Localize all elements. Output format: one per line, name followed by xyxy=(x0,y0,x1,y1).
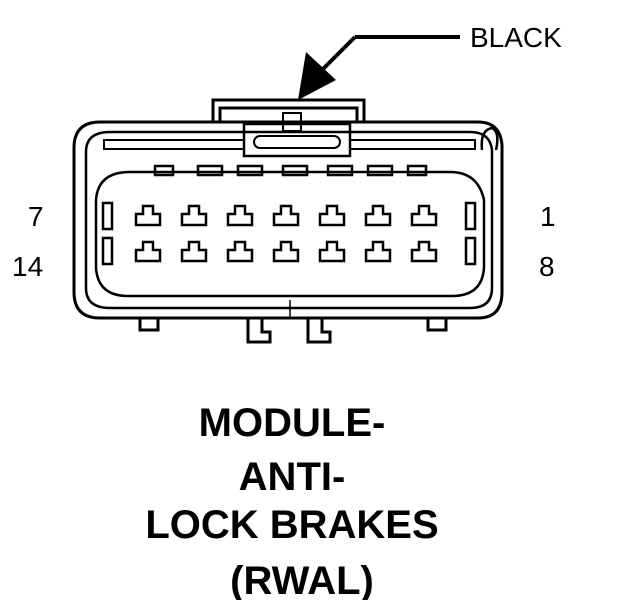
pin-cavity-r2-7 xyxy=(410,240,438,263)
pin-cavity-r2-1 xyxy=(134,240,162,263)
callout-arrow xyxy=(298,35,460,100)
pin-cavity-r1-6 xyxy=(364,204,392,227)
pin-cavity-r2-5 xyxy=(318,240,346,263)
pin-number-bottom-left: 14 xyxy=(12,251,43,282)
pin-cavity-r1-1 xyxy=(134,204,162,227)
pin-cavity-r1-4 xyxy=(272,204,300,227)
pin-cavity-r1-5 xyxy=(318,204,346,227)
connector-body xyxy=(72,98,504,344)
keying-slots xyxy=(153,164,428,177)
wire-color-label: BLACK xyxy=(470,22,562,53)
pin-cavity-r2-6 xyxy=(364,240,392,263)
pin-cavity-r2-3 xyxy=(226,240,254,263)
title-line-2: ANTI- xyxy=(239,455,346,499)
pin-number-top-right: 1 xyxy=(540,201,556,232)
pin-cavity-r1-3 xyxy=(226,204,254,227)
pin-cavity-r2-2 xyxy=(180,240,208,263)
title-line-3: LOCK BRAKES xyxy=(145,503,438,547)
pin-terminals xyxy=(134,204,438,263)
pin-cavity-r1-7 xyxy=(410,204,438,227)
title-line-1: MODULE- xyxy=(199,401,386,445)
pin-cavity-r2-4 xyxy=(272,240,300,263)
side-slots xyxy=(101,201,477,266)
title-line-4: (RWAL) xyxy=(230,559,374,600)
pin-number-top-left: 7 xyxy=(28,201,44,232)
pin-number-bottom-right: 8 xyxy=(539,251,555,282)
pin-cavity-r1-2 xyxy=(180,204,208,227)
